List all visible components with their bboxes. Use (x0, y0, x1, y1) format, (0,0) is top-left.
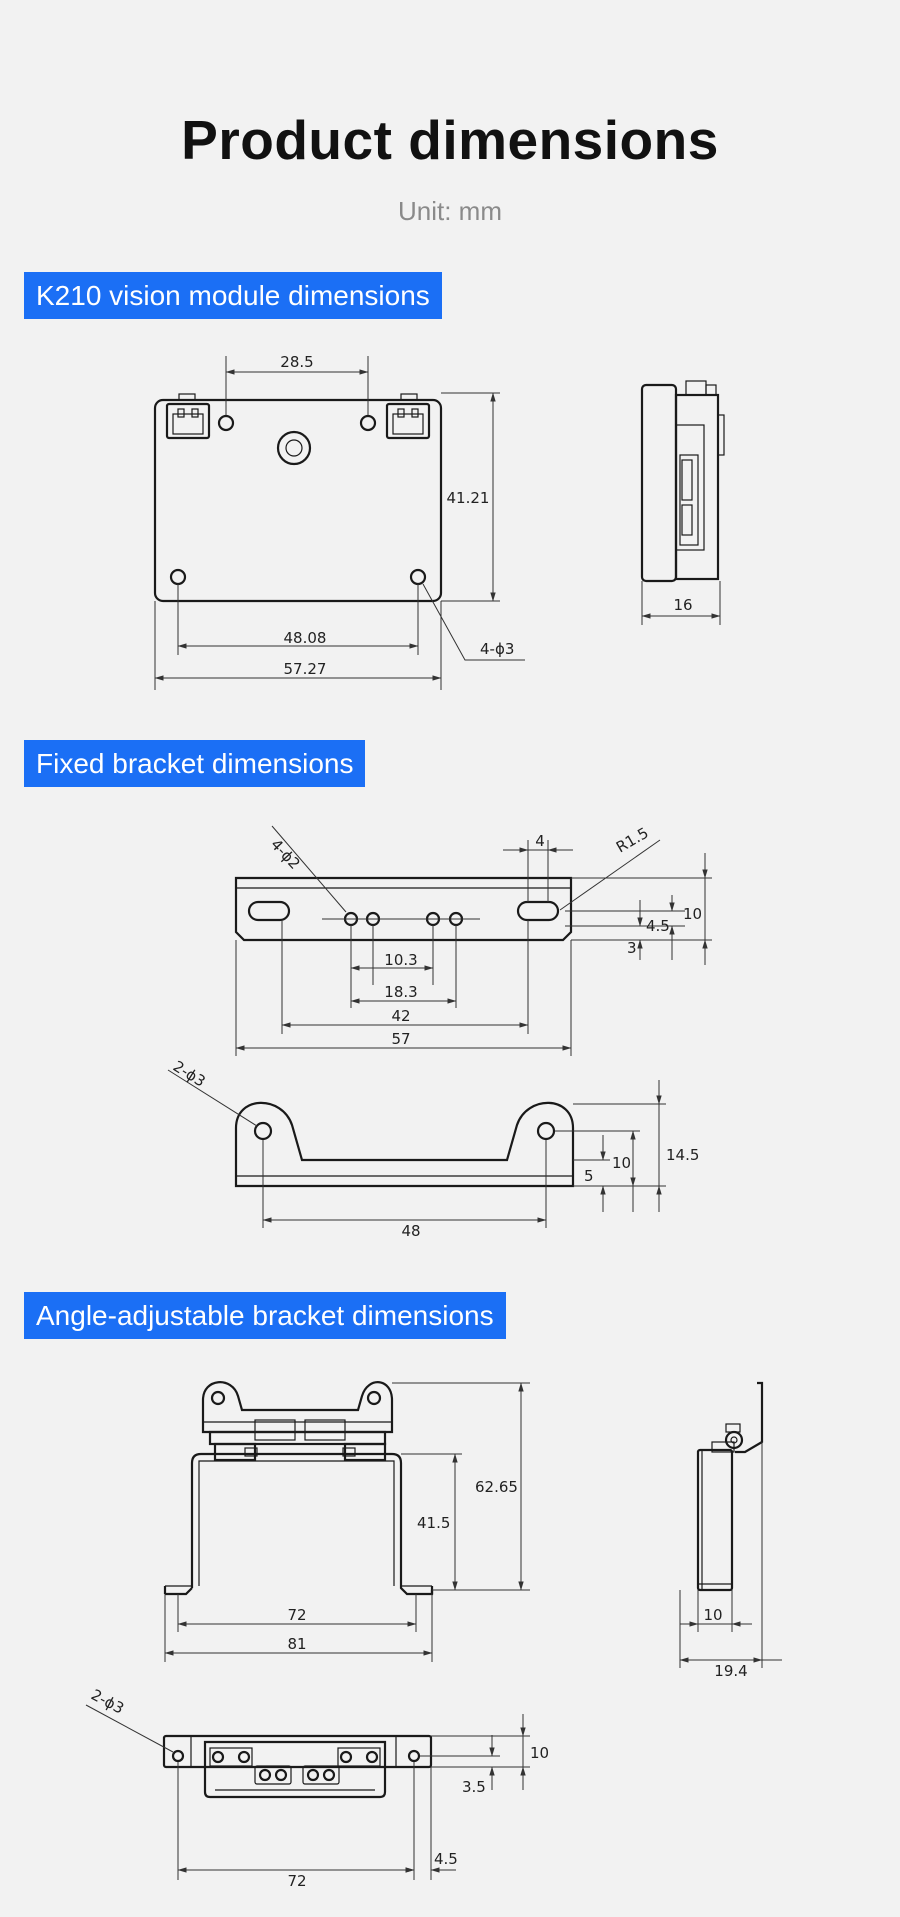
dim-4-phi3: 4-ϕ3 (480, 640, 514, 658)
dim-10-3: 10.3 (384, 951, 417, 969)
dim-10-top: 10 (683, 905, 702, 923)
angle-bracket-front-view: 62.65 41.5 72 81 (163, 1381, 530, 1662)
unit-label: Unit: mm (398, 196, 502, 226)
dim-3-5: 3.5 (462, 1778, 486, 1796)
dim-10-side-angle: 10 (703, 1606, 722, 1624)
dim-2-phi3-fixed: 2-ϕ3 (170, 1057, 209, 1090)
dim-57: 57 (391, 1030, 410, 1048)
dim-72-front: 72 (287, 1606, 306, 1624)
fixed-bracket-side-view: 2-ϕ3 14.5 10 5 48 (167, 1057, 699, 1240)
dim-4-phi2: 4-ϕ2 (267, 835, 304, 872)
dim-4-5-angle: 4.5 (434, 1850, 458, 1868)
dim-4-5: 4.5 (646, 917, 670, 935)
dim-3: 3 (627, 939, 637, 957)
k210-side-view: 16 (640, 380, 725, 625)
section-label-angle-bracket: Angle-adjustable bracket dimensions (24, 1292, 506, 1339)
page-title: Product dimensions (181, 109, 719, 171)
angle-bracket-top-view: 2-ϕ3 10 3.5 72 4.5 (85, 1686, 549, 1890)
dim-10-side: 10 (612, 1154, 631, 1172)
dim-48-08: 48.08 (284, 629, 327, 647)
dim-41-5: 41.5 (417, 1514, 450, 1532)
dim-4: 4 (535, 832, 545, 850)
dim-r1-5: R1.5 (613, 824, 652, 857)
dim-62-65: 62.65 (475, 1478, 518, 1496)
angle-bracket-side-view: 10 19.4 (679, 1381, 782, 1680)
dim-18-3: 18.3 (384, 983, 417, 1001)
dim-16: 16 (673, 596, 692, 614)
dim-5: 5 (584, 1167, 594, 1185)
dim-72-top: 72 (287, 1872, 306, 1890)
dim-57-27: 57.27 (284, 660, 327, 678)
dim-41-21: 41.21 (447, 489, 490, 507)
dim-81: 81 (287, 1635, 306, 1653)
dim-14-5: 14.5 (666, 1146, 699, 1164)
k210-front-view: 28.5 41.21 48.08 57.27 4-ϕ3 (153, 353, 525, 690)
dim-42: 42 (391, 1007, 410, 1025)
fixed-bracket-top-view: 4-ϕ2 4 R1.5 10 4.5 3 10.3 18.3 (234, 824, 712, 1056)
dim-48: 48 (401, 1222, 420, 1240)
section-label-k210: K210 vision module dimensions (24, 272, 442, 319)
dim-2-phi3-angle: 2-ϕ3 (88, 1686, 127, 1718)
dim-10-top-angle: 10 (530, 1744, 549, 1762)
dim-19-4: 19.4 (714, 1662, 747, 1680)
section-label-fixed-bracket: Fixed bracket dimensions (24, 740, 366, 787)
dim-28-5: 28.5 (280, 353, 313, 371)
